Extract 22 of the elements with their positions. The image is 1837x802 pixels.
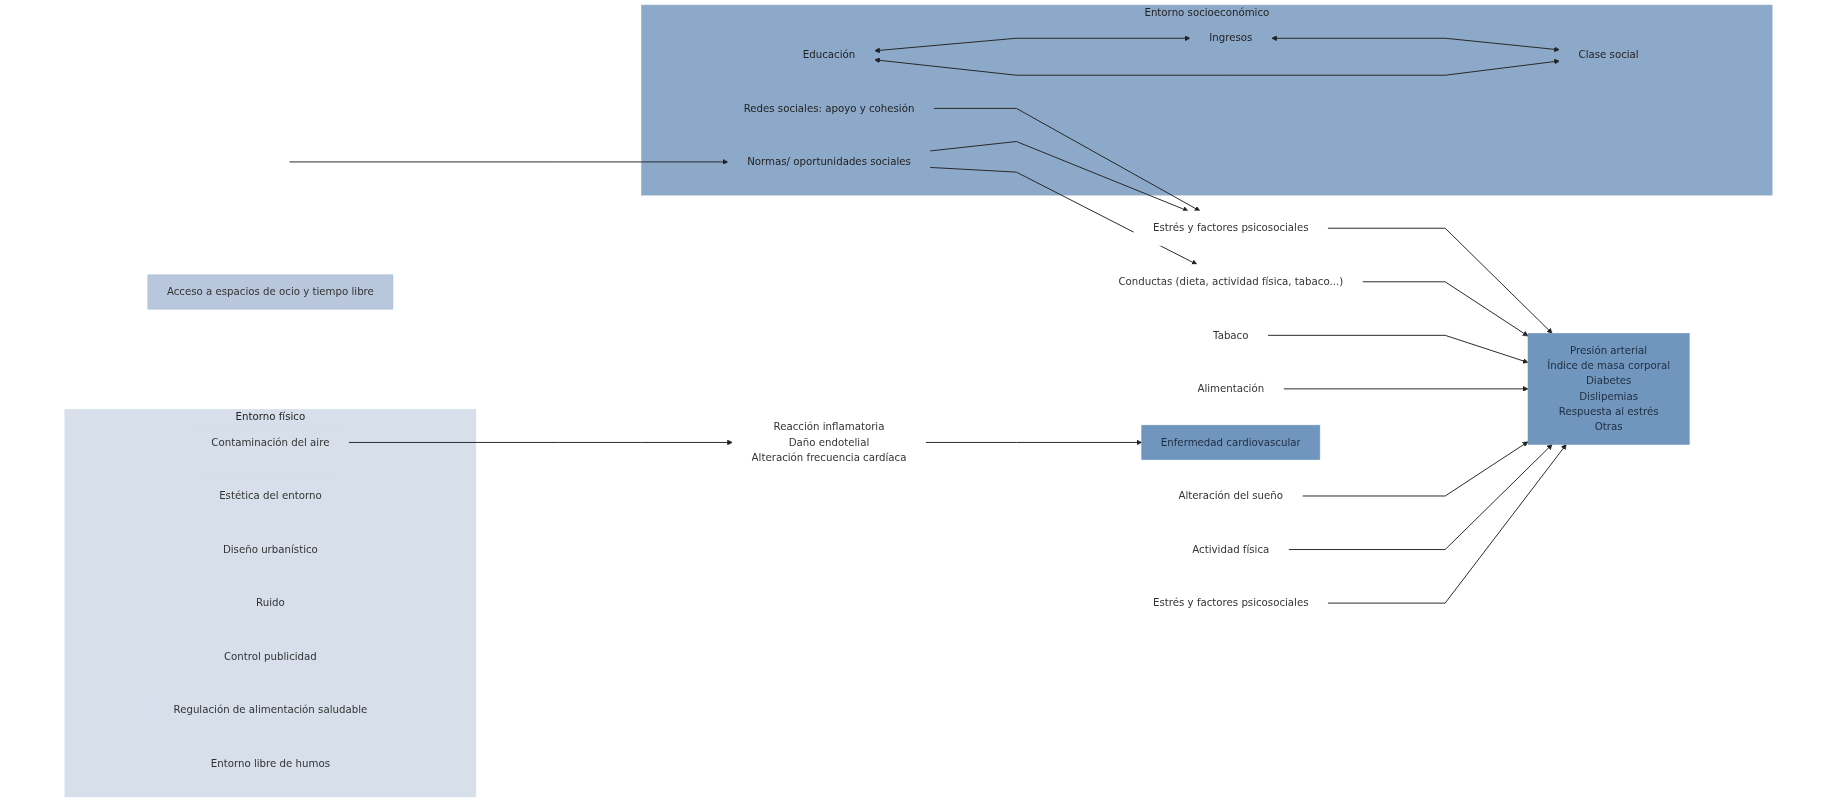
node-text: Estética del entorno [219, 489, 322, 502]
node-text: Redes sociales: apoyo y cohesión [743, 102, 915, 115]
node-text: Tabaco [1213, 328, 1249, 342]
node-box: Presión arterial Índice de masa corporal Diabetes Dislipemias Respuesta al estrés Otras [1527, 333, 1690, 445]
node-text: Actividad física [1192, 543, 1270, 556]
node-text: Alteración del sueño [1178, 489, 1284, 502]
node-text: Control publicidad [223, 650, 317, 663]
node-text: Entorno libre de humos [210, 757, 330, 770]
node-box: Acceso a espacios de ocio y tiempo libre [147, 274, 394, 310]
node-text: Regulación de alimentación saludable [173, 703, 368, 716]
node-text: Estrés y factores psicosociales [1153, 596, 1309, 609]
node-text: Conductas (dieta, actividad física, tabaco...) [1118, 275, 1344, 288]
node-text: Ruido [256, 596, 285, 609]
node-text: Clase social [1578, 48, 1639, 61]
node-text: Normas/ oportunidades sociales [747, 155, 911, 168]
node-text: Reacción inflamatoria Daño endotelial Alteración frecuencia cardíaca [751, 420, 907, 464]
node-text: Contaminación del aire [211, 436, 330, 449]
node-text: Educación [802, 48, 856, 61]
node-text: Alimentación [1197, 382, 1265, 395]
node-text: Ingresos [1209, 31, 1253, 44]
node-box: Enfermedad cardiovascular [1141, 424, 1321, 460]
node-text: Diseño urbanístico [222, 543, 318, 556]
